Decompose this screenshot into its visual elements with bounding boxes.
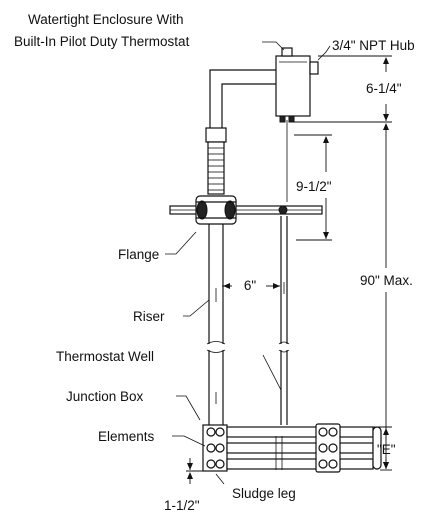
- npt-hub-label: 3/4" NPT Hub: [332, 38, 415, 53]
- riser-pipe: [206, 224, 226, 425]
- dim-total-label: 90" Max.: [360, 273, 413, 288]
- dim-top-label: 6-1/4": [366, 81, 402, 96]
- leader-lines: [165, 41, 331, 485]
- junction-box-label: Junction Box: [66, 389, 144, 404]
- dim-e-label: "E": [377, 442, 396, 457]
- flange: [169, 195, 323, 225]
- riser-label: Riser: [133, 309, 165, 324]
- elements-label: Elements: [98, 429, 155, 444]
- dim-mid-label: 9-1/2": [296, 179, 332, 194]
- conduit-elbow: [209, 69, 276, 128]
- sludge-leg-label: Sludge leg: [232, 486, 296, 501]
- enclosure-label-line1: Watertight Enclosure With: [28, 12, 184, 27]
- dimension-lines: [186, 55, 392, 484]
- flange-label: Flange: [118, 247, 159, 262]
- dim-spacing-label: 6": [244, 278, 257, 293]
- threaded-fitting: [205, 127, 227, 195]
- thermostat-well: [278, 120, 290, 425]
- thermostat-well-label: Thermostat Well: [56, 349, 154, 364]
- watertight-enclosure: [275, 47, 319, 123]
- heating-elements: [206, 423, 382, 473]
- enclosure-label-line2: Built-In Pilot Duty Thermostat: [14, 34, 190, 49]
- dim-bottom-label: 1-1/2": [164, 498, 200, 513]
